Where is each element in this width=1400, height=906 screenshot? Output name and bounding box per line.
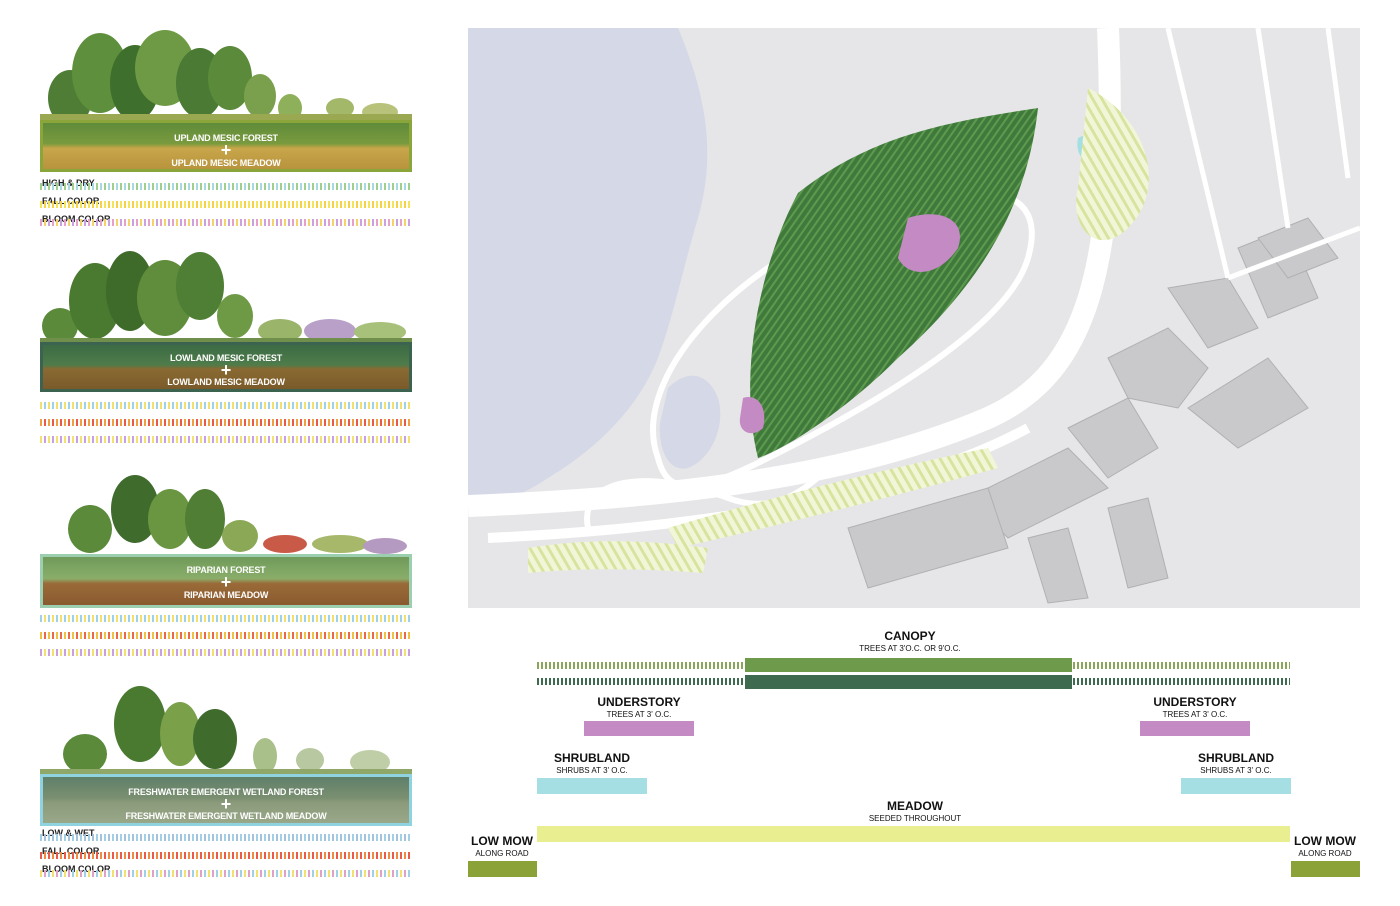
legend-meadow-title: MEADOW <box>887 799 943 813</box>
riparian-band: RIPARIAN FOREST + RIPARIAN MEADOW <box>40 554 412 608</box>
palette-upland: UPLAND MESIC FOREST + UPLAND MESIC MEADO… <box>40 28 412 228</box>
riparian-meadow-label: RIPARIAN MEADOW <box>183 590 269 600</box>
understory-planting-area-2 <box>739 397 765 434</box>
stripe-fall-color <box>40 632 412 639</box>
upland-vegetation-illustration <box>40 30 412 123</box>
wetland-band: FRESHWATER EMERGENT WETLAND FOREST + FRE… <box>40 774 412 826</box>
site-plan-map <box>468 28 1360 608</box>
stripe-moisture <box>40 615 412 622</box>
meadow-planting-area-3 <box>528 541 708 573</box>
legend-shrubland-left-sub: SHRUBS AT 3' O.C. <box>556 766 628 775</box>
plus-icon: + <box>220 572 232 592</box>
stripe-bloom-color <box>40 219 412 226</box>
meadow-planting-area-2 <box>668 448 998 548</box>
plus-icon: + <box>220 360 232 380</box>
upland-meadow-label: UPLAND MESIC MEADOW <box>171 158 281 168</box>
legend-shrubland-right-sub: SHRUBS AT 3' O.C. <box>1200 766 1272 775</box>
palette-wetland: FRESHWATER EMERGENT WETLAND FOREST + FRE… <box>40 684 412 884</box>
understory-left-bar <box>584 721 694 736</box>
lowmow-left-bar <box>468 861 537 877</box>
stripe-moisture <box>40 183 412 190</box>
legend-shrubland-right-title: SHRUBLAND <box>1198 751 1274 765</box>
shrubland-left-bar <box>537 778 647 794</box>
wetland-meadow-label: FRESHWATER EMERGENT WETLAND MEADOW <box>125 811 327 821</box>
stripe-fall-color <box>40 852 412 859</box>
lowland-band: LOWLAND MESIC FOREST + LOWLAND MESIC MEA… <box>40 342 412 392</box>
street-network <box>1165 28 1360 281</box>
meadow-planting-area <box>1076 88 1149 241</box>
stripe-fall-color <box>40 201 412 208</box>
ramp-loop <box>650 189 1035 490</box>
row-label-fall-color: FALL COLOR <box>42 846 100 856</box>
riparian-vegetation-illustration <box>68 475 407 554</box>
legend-lowmow-right-title: LOW MOW <box>1294 834 1356 848</box>
canopy-bar <box>745 658 1072 672</box>
legend-lowmow-right-sub: ALONG ROAD <box>1298 849 1352 858</box>
legend-lowmow-left-title: LOW MOW <box>471 834 533 848</box>
understory-planting-area <box>898 214 960 272</box>
meadow-bar <box>537 826 1290 842</box>
upland-forest-label: UPLAND MESIC FOREST <box>174 133 278 143</box>
legend-understory-right-title: UNDERSTORY <box>1153 695 1237 709</box>
wetland-vegetation-illustration <box>40 686 412 776</box>
wetland-forest-label: FRESHWATER EMERGENT WETLAND FOREST <box>128 787 324 797</box>
stripe-fall-color <box>40 419 412 426</box>
stripe-moisture <box>40 834 412 841</box>
legend-understory-right-sub: TREES AT 3' O.C. <box>1162 710 1228 719</box>
stripe-bloom-color <box>40 436 412 443</box>
upland-band: UPLAND MESIC FOREST + UPLAND MESIC MEADO… <box>40 120 412 172</box>
stripe-moisture <box>40 402 412 409</box>
inner-water <box>659 375 721 469</box>
row-label-bloom-color: BLOOM COLOR <box>42 864 111 874</box>
legend-understory-left-sub: TREES AT 3' O.C. <box>606 710 672 719</box>
legend-lowmow-left-sub: ALONG ROAD <box>475 849 529 858</box>
lowland-vegetation-illustration <box>40 251 412 346</box>
row-label-low-wet: LOW & WET <box>42 828 95 838</box>
lowmow-right-bar <box>1291 861 1360 877</box>
legend-shrubland-left-title: SHRUBLAND <box>554 751 630 765</box>
legend-canopy-title: CANOPY <box>884 629 936 643</box>
stripe-bloom-color <box>40 649 412 656</box>
palette-lowland: LOWLAND MESIC FOREST + LOWLAND MESIC MEA… <box>40 246 412 446</box>
riparian-forest-label: RIPARIAN FOREST <box>186 565 266 575</box>
plus-icon: + <box>220 794 232 814</box>
shrubland-right-bar <box>1181 778 1291 794</box>
plus-icon: + <box>220 140 232 160</box>
water-body <box>468 28 708 510</box>
understory-right-bar <box>1140 721 1250 736</box>
canopy-planting-area <box>750 108 1038 458</box>
lowland-meadow-label: LOWLAND MESIC MEADOW <box>167 377 285 387</box>
terminal-buildings <box>847 217 1339 604</box>
legend-understory-left-title: UNDERSTORY <box>597 695 681 709</box>
legend-meadow-sub: SEEDED THROUGHOUT <box>868 814 962 823</box>
legend-canopy-sub: TREES AT 3'O.C. OR 9'O.C. <box>859 644 961 653</box>
canopy-bar-dark <box>745 675 1072 689</box>
lowland-forest-label: LOWLAND MESIC FOREST <box>170 353 282 363</box>
palette-riparian: RIPARIAN FOREST + RIPARIAN MEADOW <box>40 474 412 664</box>
stripe-bloom-color <box>40 870 412 877</box>
